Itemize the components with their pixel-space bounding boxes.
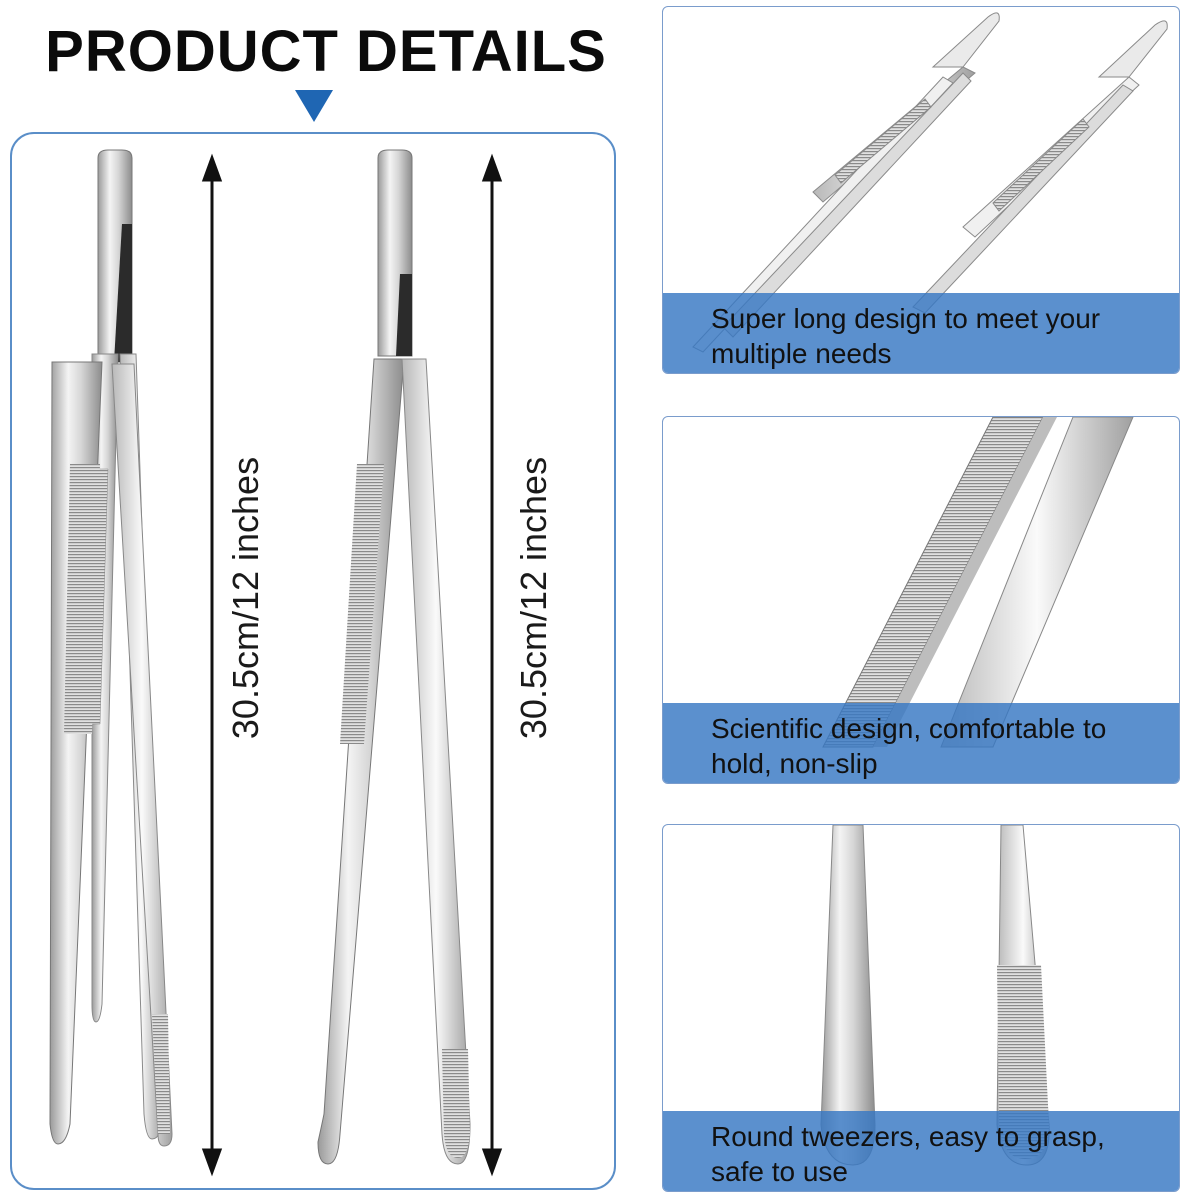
feature-caption: Round tweezers, easy to grasp, safe to u… (711, 1121, 1105, 1187)
tweezers-tips-closeup (692, 12, 1168, 353)
page-title: PRODUCT DETAILS (45, 19, 607, 84)
dimension-label-left: 30.5cm/12 inches (225, 456, 266, 740)
main-product-panel: 30.5cm/12 inches 30.5cm/12 inches (10, 132, 616, 1190)
straight-tweezers (49, 149, 173, 1147)
caption-bar: Scientific design, comfortable to hold, … (663, 703, 1179, 783)
serrated-grip-closeup (822, 417, 1134, 748)
feature-caption: Scientific design, comfortable to hold, … (711, 713, 1107, 779)
round-tweezers (317, 149, 471, 1165)
feature-caption: Super long design to meet your multiple … (711, 303, 1101, 369)
caption-bar: Round tweezers, easy to grasp, safe to u… (663, 1111, 1179, 1191)
round-tip-closeup (820, 825, 1050, 1166)
dimension-arrow-left (201, 153, 223, 1177)
dimension-arrow-right (481, 153, 503, 1177)
feature-panel-non-slip: Scientific design, comfortable to hold, … (662, 416, 1180, 784)
feature-panel-long-design: Super long design to meet your multiple … (662, 6, 1180, 374)
tweezers-illustration (49, 149, 503, 1177)
dimension-label-right: 30.5cm/12 inches (513, 456, 554, 740)
caption-bar: Super long design to meet your multiple … (663, 293, 1179, 373)
feature-panel-round-tip: Round tweezers, easy to grasp, safe to u… (662, 824, 1180, 1192)
down-triangle-icon (295, 90, 333, 122)
